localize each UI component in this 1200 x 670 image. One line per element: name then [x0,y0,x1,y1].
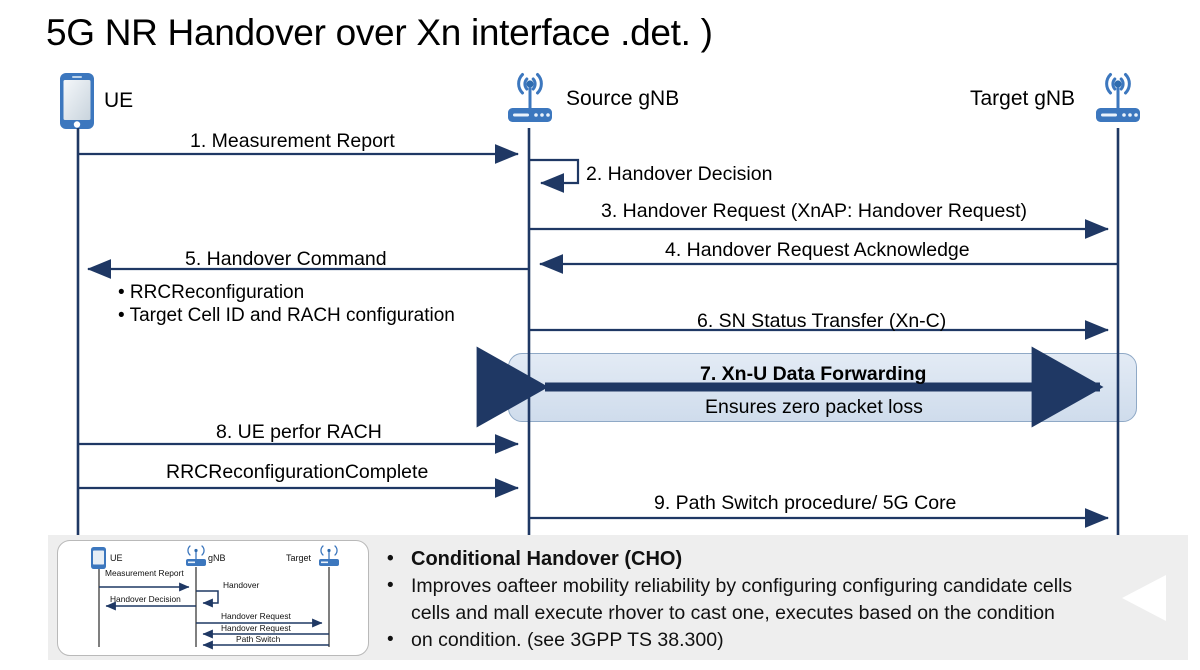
handover-command-detail-1: • RRCReconfiguration [118,282,305,303]
inset-sequence-thumbnail[interactable]: UE gNB Target Measurement Report Handove… [57,540,369,656]
actor-label-ue: UE [104,89,134,112]
inset-actor-label-gnb: gNB [208,553,226,563]
inset-message-3: Handover Decision [110,594,181,604]
message-label-3: 3. Handover Request (XnAP: Handover Requ… [601,200,1027,223]
handover-command-detail-2: • Target Cell ID and RACH configuration [118,305,455,326]
message-label-2: 2. Handover Decision [586,163,773,185]
message-label-7: 7. Xn-U Data Forwarding [700,363,927,385]
message-label-3-plain: 3. Handover Request (XnAP: [601,200,858,222]
inset-actor-label-target: Target [286,553,312,563]
message-label-5: 5. Handover Command [185,248,387,270]
sequence-diagram-lines [76,128,1120,537]
inset-actor-label-ue: UE [110,553,123,563]
base-station-icon [1088,68,1148,128]
inset-message-5: Handover Request [221,623,291,633]
message-label-10: 9. Path Switch procedure/ 5G Core [654,492,957,514]
base-station-icon [500,68,560,128]
message-label-3-bold: Handover Request) [857,200,1027,222]
message-label-9: RRCReconfigurationComplete [166,461,429,483]
bullet-item: Conditional Handover (CHO) [383,546,1143,572]
message-label-4: 4. Handover Request Acknowledge [665,239,970,261]
bullet-item: on condition. (see 3GPP TS 38.300) [383,627,1143,653]
message-note-7: Ensures zero packet loss [705,396,923,418]
inset-message-4: Handover Request [221,611,291,621]
page-title: 5G NR Handover over Xn interface .det. ) [46,12,713,53]
callout-bullet-list: Conditional Handover (CHO) Improves oaft… [383,546,1143,654]
bullet-item-continuation: cells and mall execute rhover to cast on… [411,602,1055,624]
bullet-item: Improves oafteer mobility reliability by… [383,573,1143,599]
message-label-6: 6. SN Status Transfer (Xn-C) [697,310,947,332]
smartphone-icon [58,72,96,132]
inset-message-2: Handover [223,580,260,590]
actor-label-target: Target gNB [970,87,1076,110]
inset-message-1: Measurement Report [105,568,184,578]
inset-message-6: Path Switch [236,634,281,644]
message-label-1: 1. Measurement Report [190,130,395,152]
message-label-8: 8. UE perfor RACH [216,421,382,443]
actor-label-source: Source gNB [566,87,680,110]
